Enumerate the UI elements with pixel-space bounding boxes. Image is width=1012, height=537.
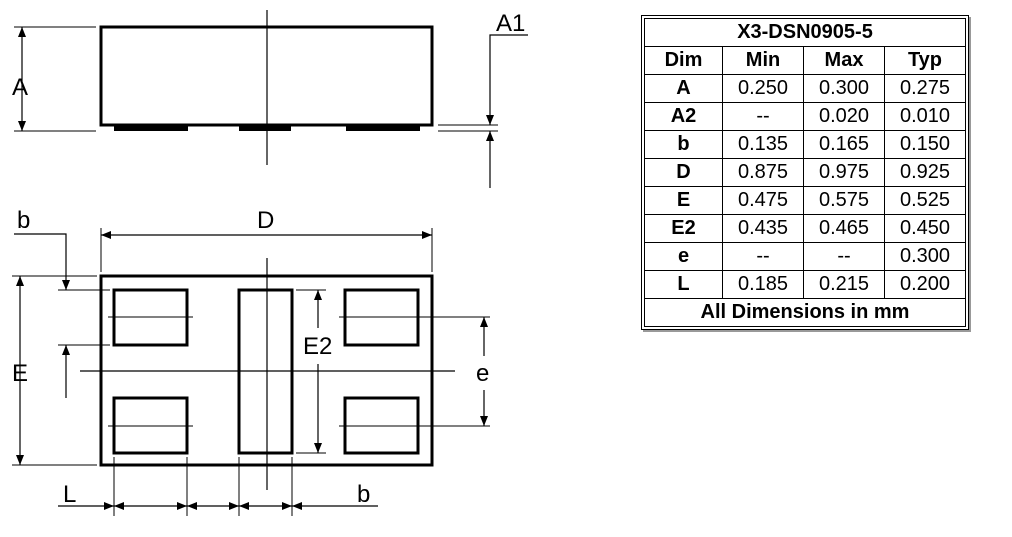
cell-max: 0.575: [803, 186, 885, 215]
cell-typ: 0.275: [884, 74, 966, 103]
cell-dim: D: [644, 158, 723, 187]
label-b-bottom: b: [357, 481, 370, 508]
table-footer: All Dimensions in mm: [644, 298, 966, 327]
side-view-lead-center: [239, 125, 291, 131]
label-A: A: [12, 74, 28, 101]
cell-dim: A2: [644, 102, 723, 131]
cell-max: 0.020: [803, 102, 885, 131]
cell-min: 0.135: [722, 130, 804, 159]
table-row: D 0.875 0.975 0.925: [644, 158, 966, 187]
side-view-lead-right: [346, 125, 420, 131]
cell-max: 0.975: [803, 158, 885, 187]
table-title: X3-DSN0905-5: [644, 18, 966, 47]
cell-dim: A: [644, 74, 723, 103]
label-D: D: [257, 207, 274, 234]
table-row: A 0.250 0.300 0.275: [644, 74, 966, 103]
cell-dim: b: [644, 130, 723, 159]
table-row: b 0.135 0.165 0.150: [644, 130, 966, 159]
label-E: E: [12, 360, 28, 387]
header-dim: Dim: [644, 46, 723, 75]
table-title-row: X3-DSN0905-5: [644, 18, 966, 47]
label-E2: E2: [303, 333, 332, 360]
dim-A1-leader: [486, 34, 528, 125]
cell-max: 0.465: [803, 214, 885, 243]
cell-min: 0.185: [722, 270, 804, 299]
label-A1: A1: [496, 10, 525, 37]
bottom-view: [12, 228, 490, 516]
table-row: e -- -- 0.300: [644, 242, 966, 271]
cell-min: 0.475: [722, 186, 804, 215]
label-b-top: b: [17, 207, 30, 234]
cell-min: 0.250: [722, 74, 804, 103]
cell-typ: 0.925: [884, 158, 966, 187]
cell-max: --: [803, 242, 885, 271]
dimension-table-grid: X3-DSN0905-5 Dim Min Max Typ A 0.250 0.3…: [644, 18, 966, 327]
cell-max: 0.165: [803, 130, 885, 159]
cell-typ: 0.525: [884, 186, 966, 215]
header-typ: Typ: [884, 46, 966, 75]
cell-typ: 0.200: [884, 270, 966, 299]
cell-typ: 0.010: [884, 102, 966, 131]
dimension-table: X3-DSN0905-5 Dim Min Max Typ A 0.250 0.3…: [641, 15, 969, 330]
table-row: E 0.475 0.575 0.525: [644, 186, 966, 215]
table-row: A2 -- 0.020 0.010: [644, 102, 966, 131]
cell-typ: 0.300: [884, 242, 966, 271]
cell-max: 0.300: [803, 74, 885, 103]
label-e: e: [476, 360, 489, 387]
cell-dim: L: [644, 270, 723, 299]
table-row: L 0.185 0.215 0.200: [644, 270, 966, 299]
side-view-lead-left: [114, 125, 188, 131]
cell-typ: 0.150: [884, 130, 966, 159]
cell-min: --: [722, 242, 804, 271]
table-header-row: Dim Min Max Typ: [644, 46, 966, 75]
header-max: Max: [803, 46, 885, 75]
side-view: [14, 10, 528, 188]
header-min: Min: [722, 46, 804, 75]
label-L: L: [63, 481, 76, 508]
cell-dim: E2: [644, 214, 723, 243]
cell-min: 0.435: [722, 214, 804, 243]
cell-dim: e: [644, 242, 723, 271]
dim-b-top-leader: [14, 233, 70, 290]
table-footer-row: All Dimensions in mm: [644, 298, 966, 327]
cell-min: 0.875: [722, 158, 804, 187]
table-row: E2 0.435 0.465 0.450: [644, 214, 966, 243]
cell-typ: 0.450: [884, 214, 966, 243]
cell-min: --: [722, 102, 804, 131]
cell-max: 0.215: [803, 270, 885, 299]
cell-dim: E: [644, 186, 723, 215]
